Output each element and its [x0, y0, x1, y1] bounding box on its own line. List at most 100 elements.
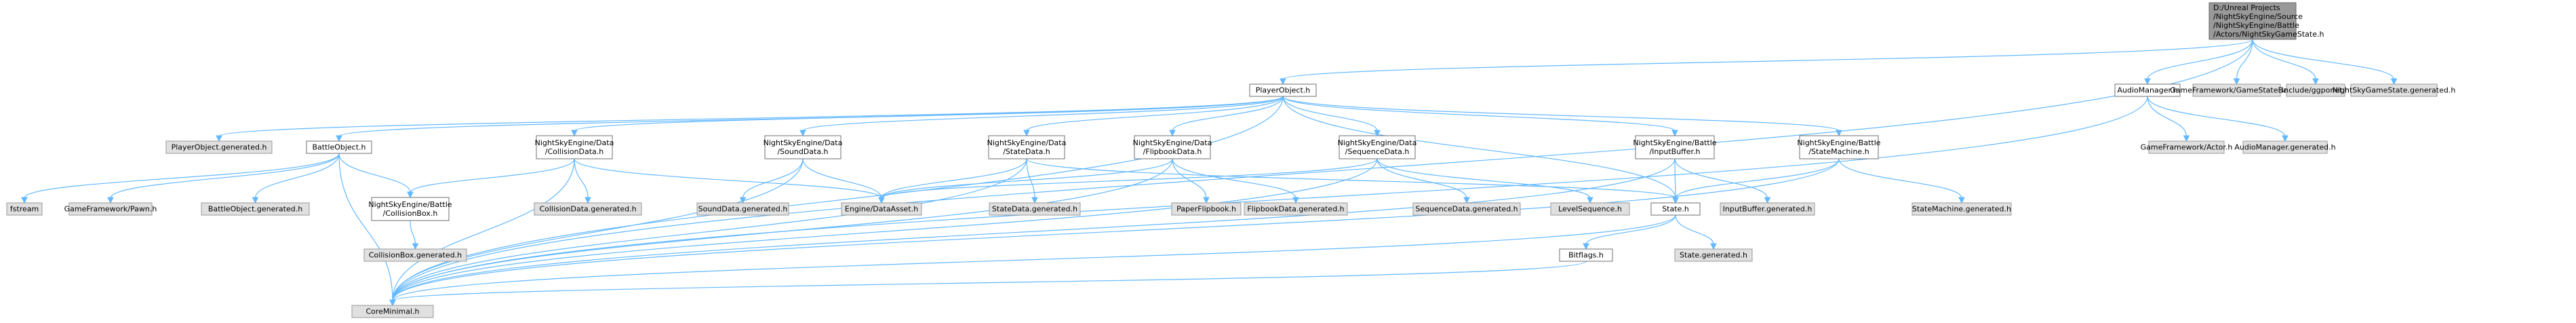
node-label: /CollisionBox.h	[383, 209, 438, 218]
node-flipbookdata[interactable]: NightSkyEngine/Data/FlipbookData.h	[1133, 135, 1212, 159]
nodes-layer: D:/Unreal Projects/NightSkyEngine/Source…	[6, 2, 2456, 318]
node-box	[201, 202, 310, 216]
node-box	[1134, 135, 1211, 159]
node-battleobject[interactable]: BattleObject.h	[306, 140, 372, 154]
node-label: include/ggponet.h	[2282, 86, 2350, 95]
node-label: NightSkyEngine/Data	[1338, 138, 1417, 147]
node-playerobject[interactable]: PlayerObject.h	[1249, 83, 1317, 97]
node-label: InputBuffer.generated.h	[1723, 205, 1812, 214]
edge-root-to-coreminimal	[389, 39, 2253, 307]
node-box	[2350, 83, 2438, 97]
node-label: NightSkyEngine/Data	[987, 138, 1067, 147]
node-label: SoundData.generated.h	[698, 205, 788, 214]
node-sequencedatagen: SequenceData.generated.h	[1412, 202, 1521, 216]
edge-inputbuffer-to-coreminimal	[389, 158, 1676, 307]
node-collisiondatagen: CollisionData.generated.h	[534, 202, 642, 216]
node-label: /NightSkyEngine/Source	[2213, 12, 2303, 21]
node-sounddata[interactable]: NightSkyEngine/Data/SoundData.h	[764, 135, 843, 159]
node-statedata[interactable]: NightSkyEngine/Data/StateData.h	[987, 135, 1067, 159]
node-label: NightSkyGameState.generated.h	[2333, 86, 2456, 95]
node-label: State.generated.h	[1680, 251, 1747, 260]
edge-sequencedata-to-levelsequence	[1376, 158, 1593, 204]
node-label: BattleObject.h	[312, 143, 365, 152]
node-label: CoreMinimal.h	[365, 307, 419, 316]
edge-playerobject-to-coreminimal	[389, 96, 1284, 307]
node-label: D:/Unreal Projects	[2213, 3, 2280, 12]
node-box	[2286, 83, 2345, 97]
node-bitflags[interactable]: Bitflags.h	[1559, 248, 1613, 262]
node-label: NightSkyEngine/Data	[1133, 138, 1212, 147]
node-label: /InputBuffer.h	[1649, 147, 1700, 156]
node-box	[989, 202, 1081, 216]
node-sounddatagen: SoundData.generated.h	[696, 202, 789, 216]
node-actor: GameFramework/Actor.h	[2141, 140, 2232, 154]
node-box	[2242, 140, 2328, 154]
node-box	[1674, 248, 1753, 262]
node-box	[1559, 248, 1613, 262]
edge-flipbookdata-to-paperflipbook	[1172, 158, 1210, 204]
node-label: /CollisionData.h	[545, 147, 604, 156]
node-box	[841, 202, 922, 216]
node-box	[363, 248, 467, 262]
node-statemachine[interactable]: NightSkyEngine/Battle/StateMachine.h	[1797, 135, 1881, 159]
edge-audiomanager-to-audiomanagergen	[2147, 96, 2288, 142]
node-flipbookdatagen: FlipbookData.generated.h	[1244, 202, 1348, 216]
node-coreminimal: CoreMinimal.h	[351, 305, 434, 318]
node-collisionboxgen: CollisionBox.generated.h	[363, 248, 467, 262]
edge-battleobject-to-fstream	[21, 153, 340, 204]
node-audiomanager[interactable]: AudioManager.h	[2114, 83, 2181, 97]
node-stategen: State.generated.h	[1674, 248, 1753, 262]
edge-collisionbox-to-collisionboxgen	[410, 220, 419, 250]
node-statedatagen: StateData.generated.h	[989, 202, 1081, 216]
node-inputbuffergen: InputBuffer.generated.h	[1720, 202, 1815, 216]
node-box	[1171, 202, 1242, 216]
node-root[interactable]: D:/Unreal Projects/NightSkyEngine/Source…	[2208, 2, 2324, 40]
node-label: AudioManager.h	[2118, 86, 2178, 95]
edge-sounddata-to-sounddatagen	[739, 158, 804, 204]
edge-root-to-gamestatebase	[2233, 39, 2253, 86]
edge-battleobject-to-collisionbox	[338, 153, 414, 199]
node-fstream: fstream	[6, 202, 43, 216]
node-collisiondata[interactable]: NightSkyEngine/Data/CollisionData.h	[535, 135, 614, 159]
edge-audiomanager-to-actor	[2147, 96, 2190, 142]
node-label: PlayerObject.h	[1256, 86, 1311, 95]
node-box	[1650, 202, 1701, 216]
node-paperflipbook: PaperFlipbook.h	[1171, 202, 1242, 216]
edge-statedata-to-statedatagen	[1026, 158, 1038, 204]
edge-collisiondata-to-dataasset	[574, 158, 885, 204]
node-label: /StateMachine.h	[1808, 147, 1869, 156]
edge-root-to-playerobject	[1280, 39, 2253, 86]
node-label: GameFramework/Pawn.h	[64, 205, 157, 214]
node-box	[2148, 140, 2225, 154]
edge-bitflags-to-coreminimal	[389, 261, 1587, 307]
node-state[interactable]: State.h	[1650, 202, 1701, 216]
node-ggponet: include/ggponet.h	[2282, 83, 2350, 97]
node-label: SequenceData.generated.h	[1415, 205, 1518, 214]
node-box	[68, 202, 153, 216]
node-battleobjectgen: BattleObject.generated.h	[201, 202, 310, 216]
node-box	[2192, 83, 2281, 97]
node-inputbuffer[interactable]: NightSkyEngine/Battle/InputBuffer.h	[1633, 135, 1717, 159]
edge-battleobject-to-pawn	[107, 153, 340, 204]
node-box	[1412, 202, 1521, 216]
node-box	[351, 305, 434, 318]
node-label: fstream	[10, 205, 39, 214]
node-label: /Actors/NightSkyGameState.h	[2213, 30, 2324, 39]
node-label: FlipbookData.generated.h	[1247, 205, 1344, 214]
node-box	[1550, 202, 1630, 216]
node-label: NightSkyEngine/Data	[764, 138, 843, 147]
edge-playerobject-to-statemachine	[1282, 96, 1842, 137]
node-dataasset: Engine/DataAsset.h	[841, 202, 922, 216]
edge-sequencedata-to-dataasset	[878, 158, 1378, 204]
node-label: PlayerObject.generated.h	[172, 143, 267, 152]
node-box	[534, 202, 642, 216]
node-box	[6, 202, 43, 216]
edge-playerobject-to-sequencedata	[1282, 96, 1381, 137]
node-collisionbox[interactable]: NightSkyEngine/Battle/CollisionBox.h	[368, 197, 452, 221]
node-box	[2208, 2, 2297, 40]
node-playerobjectgen: PlayerObject.generated.h	[165, 140, 273, 154]
edge-statemachine-to-state	[1672, 158, 1840, 204]
node-label: StateData.generated.h	[992, 205, 1077, 214]
node-sequencedata[interactable]: NightSkyEngine/Data/SequenceData.h	[1338, 135, 1417, 159]
